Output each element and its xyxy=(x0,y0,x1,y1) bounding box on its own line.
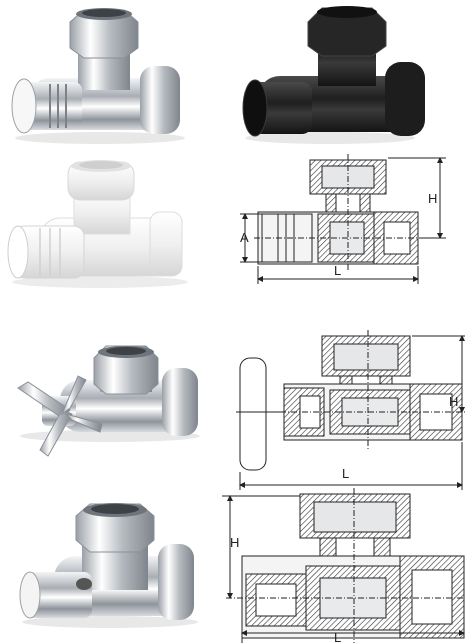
valve-photo-black-straight xyxy=(242,6,425,144)
dimension-h-label-1: H xyxy=(428,191,437,206)
valve-photo-chrome-compact xyxy=(19,503,198,628)
dimension-l-label-1: L xyxy=(334,263,341,278)
valve-photo-chrome-cross-handle xyxy=(17,345,200,457)
dimension-h-label-2: H xyxy=(449,394,458,409)
dimension-l-label-3: L xyxy=(334,630,341,643)
dimension-h-label-3: H xyxy=(230,535,239,550)
technical-drawing-straight-valve xyxy=(240,154,446,284)
technical-drawing-cross-handle-valve xyxy=(236,330,465,490)
dimension-a-label: A xyxy=(240,230,249,245)
valve-photo-white-straight xyxy=(7,160,188,288)
valve-photo-chrome-straight xyxy=(11,8,185,144)
dimension-l-label-2: L xyxy=(342,466,349,481)
technical-drawing-compact-valve xyxy=(222,488,465,643)
